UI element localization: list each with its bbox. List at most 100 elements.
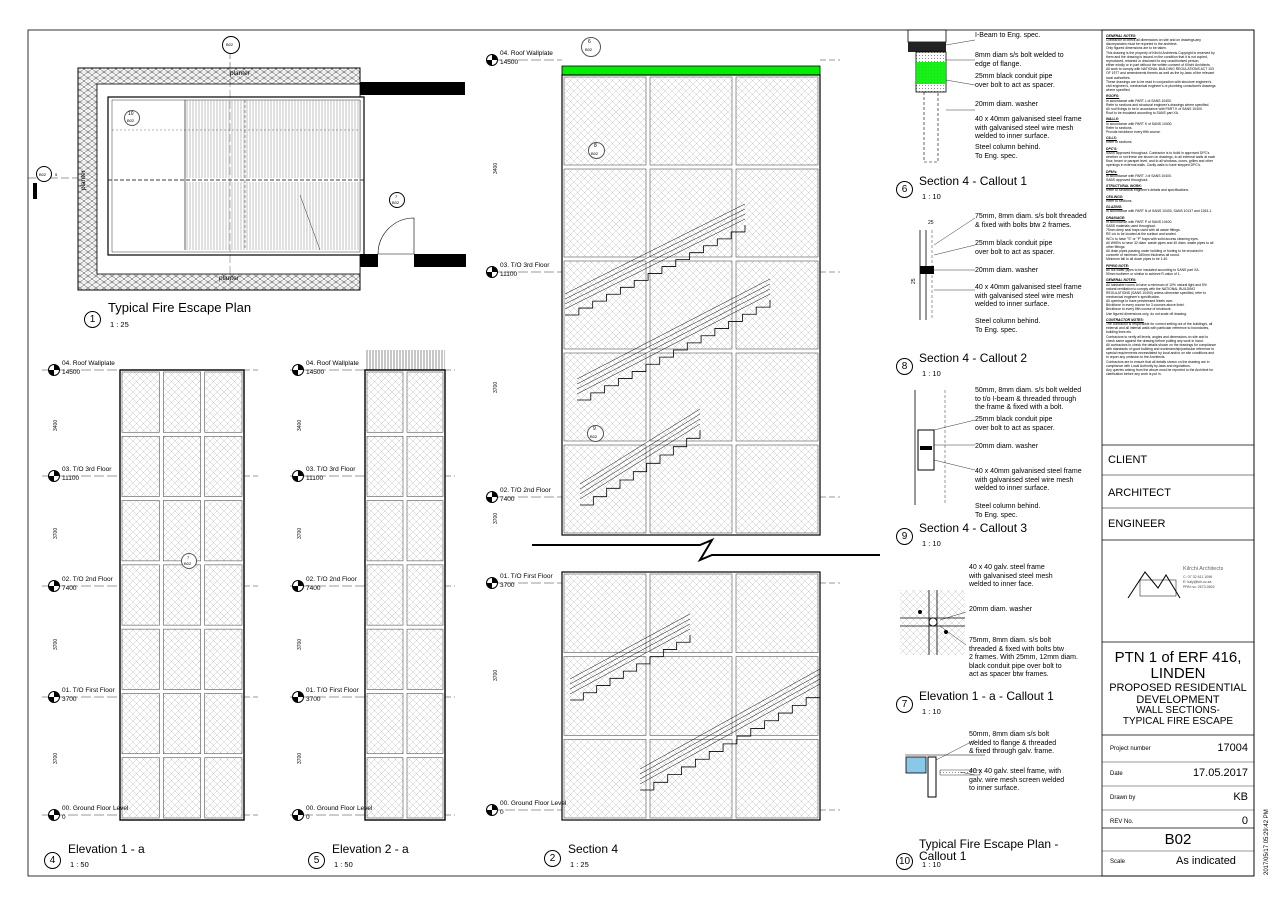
section-marker-left: B02 (36, 166, 52, 182)
level-name: 01. T/O First Floor (306, 687, 359, 694)
level-marker-icon (486, 266, 498, 278)
tb-row-value: 17004 (1217, 742, 1248, 754)
callout-9-note-2: 25mm black conduit pipe over bolt to act… (975, 416, 1055, 432)
general-notes-heading: GENERAL NOTES: (1106, 34, 1137, 38)
general-notes-body: The contractor is responsible for correc… (1106, 322, 1217, 376)
print-timestamp: 2017/05/17 05:29:42 PM (1264, 809, 1270, 875)
general-notes-body: Contractor to check all dimensions on si… (1106, 38, 1216, 93)
general-notes-body: In accordance with PART J of SANS 10400.… (1106, 173, 1172, 182)
elevation-2a-title: Elevation 2 - a (332, 842, 409, 856)
level-name: 04. Roof Wallplate (62, 360, 115, 367)
elev2-dimension-3: 3700 (297, 638, 303, 650)
callout-8-note-4: 40 x 40mm galvanised steel frame with ga… (975, 284, 1082, 309)
level-elevation: 11100 (306, 475, 324, 482)
level-marker-icon (292, 809, 304, 821)
callout-7-title: Elevation 1 - a - Callout 1 (919, 689, 1054, 703)
general-notes-body: In accordance with PART N of SANS 10400,… (1106, 209, 1213, 214)
level-elevation: 3700 (500, 582, 515, 589)
general-notes-body: All hot water pipes to be insulated acco… (1106, 267, 1200, 276)
level-marker-icon (48, 364, 60, 376)
general-notes-heading: CILLS: (1106, 136, 1117, 141)
view-number-9: 9 (896, 528, 913, 545)
callout-8-dim-b: 25 (911, 278, 917, 284)
level-name: 00. Ground Floor Level (500, 800, 567, 807)
elev2-dimension-1: 3400 (297, 419, 303, 431)
general-notes-body: All habitable rooms to have a minimum of… (1106, 282, 1207, 316)
level-elevation: 0 (306, 814, 310, 821)
level-name: 04. Roof Wallplate (500, 50, 553, 57)
callout-6-title: Section 4 - Callout 1 (919, 174, 1028, 188)
general-notes-body: In accordance with PART L of SANS 10400.… (1106, 98, 1210, 115)
level-marker-icon (292, 580, 304, 592)
general-notes-body: Refer to sections. (1106, 198, 1133, 203)
view-number-1: 1 (84, 311, 101, 328)
level-name: 04. Roof Wallplate (306, 360, 359, 367)
firm-line-1: C: 07 32 611 1096 (1183, 575, 1213, 579)
level-elevation: 0 (500, 809, 504, 816)
level-name: 00. Ground Floor Level (306, 805, 373, 812)
elevation-2a-scale: 1 : 50 (334, 860, 353, 869)
callout-10-note-2: 40 x 40 galv. steel frame, with galv. wi… (969, 768, 1065, 793)
level-marker-icon (48, 809, 60, 821)
elevation-1a (119, 369, 245, 821)
general-notes-heading: CONTRACTOR NOTES: (1106, 317, 1144, 322)
sheet-title: WALL SECTIONS- TYPICAL FIRE ESCAPE (1122, 705, 1234, 727)
level-name: 02. T/O 2nd Floor (62, 576, 113, 583)
section-dimension-1: 3400 (493, 162, 499, 174)
view-number-8: 8 (896, 358, 913, 375)
callout-9-note-5: Steel column behind. To Eng. spec. (975, 503, 1041, 519)
section-4 (532, 65, 880, 821)
project-title: PTN 1 of ERF 416, LINDEN PROPOSED RESIDE… (1109, 649, 1247, 707)
tb-scale-label: Scale (1110, 859, 1126, 865)
section-dimension-3: 3700 (493, 512, 499, 524)
plan-label-planter-left: planter (80, 170, 87, 190)
tb-architect-label: ARCHITECT (1108, 487, 1171, 499)
callout-10-scale: 1 : 10 (922, 860, 941, 869)
callout-6-note-1: I-Beam to Eng. spec. (975, 32, 1041, 39)
level-marker-icon (292, 691, 304, 703)
callout-8-note-1: 75mm, 8mm diam. s/s bolt threaded & fixe… (975, 213, 1087, 229)
section-marker-top: B02 (222, 36, 240, 54)
level-elevation: 7400 (62, 585, 77, 592)
tb-row-label: Date (1110, 771, 1123, 777)
callout-6-scale: 1 : 10 (922, 192, 941, 201)
tb-row-value: KB (1233, 791, 1248, 803)
elev1-dimension-2: 3700 (53, 527, 59, 539)
level-marker-icon (486, 54, 498, 66)
level-elevation: 14500 (306, 369, 325, 376)
elev1-dimension-3: 3700 (53, 638, 59, 650)
section-level-lines (492, 59, 840, 811)
level-name: 03. T/O 3rd Floor (500, 262, 550, 269)
callout-marker-6: 6 B02 (581, 37, 601, 57)
level-elevation: 0 (62, 814, 66, 821)
callout-7-detail (900, 590, 967, 655)
level-name: 02. T/O 2nd Floor (500, 487, 551, 494)
general-notes-body: In accordance with PART P of SANS 10400.… (1106, 219, 1214, 262)
elev2-dimension-4: 3700 (297, 752, 303, 764)
level-elevation: 3700 (306, 696, 321, 703)
general-notes-heading: PIPING NOTE: (1106, 263, 1129, 268)
tb-row-value: 17.05.2017 (1192, 767, 1248, 779)
callout-9-note-1: 50mm, 8mm diam. s/s bolt welded to t/o I… (975, 387, 1082, 412)
callout-10-title: Typical Fire Escape Plan - Callout 1 (919, 837, 1059, 863)
tb-scale-value: As indicated (1176, 855, 1236, 867)
view-number-2: 2 (544, 850, 561, 867)
general-notes-heading: DRAINAGE: (1106, 215, 1126, 220)
level-marker-icon (48, 470, 60, 482)
callout-7-scale: 1 : 10 (922, 707, 941, 716)
callout-8-scale: 1 : 10 (922, 369, 941, 378)
level-elevation: 11100 (500, 271, 518, 278)
title-block-frame (1101, 29, 1255, 877)
general-notes-body: SABS approved throughout. Contractor is … (1106, 150, 1216, 168)
elevation-1a-title: Elevation 1 - a (68, 842, 145, 856)
view-number-4: 4 (44, 852, 61, 869)
general-notes-heading: CEILINGS: (1106, 194, 1124, 199)
level-name: 01. T/O First Floor (500, 573, 553, 580)
general-notes: GENERAL NOTES:Contractor to check all di… (1106, 34, 1252, 444)
callout-6-note-6: Steel column behind. To Eng. spec. (975, 144, 1041, 160)
callout-marker-10: 10 B02 (124, 110, 140, 126)
callout-7-note-1: 40 x 40 galv. steel frame with galvanise… (969, 564, 1053, 589)
tb-row-label: Project number (1110, 746, 1151, 752)
